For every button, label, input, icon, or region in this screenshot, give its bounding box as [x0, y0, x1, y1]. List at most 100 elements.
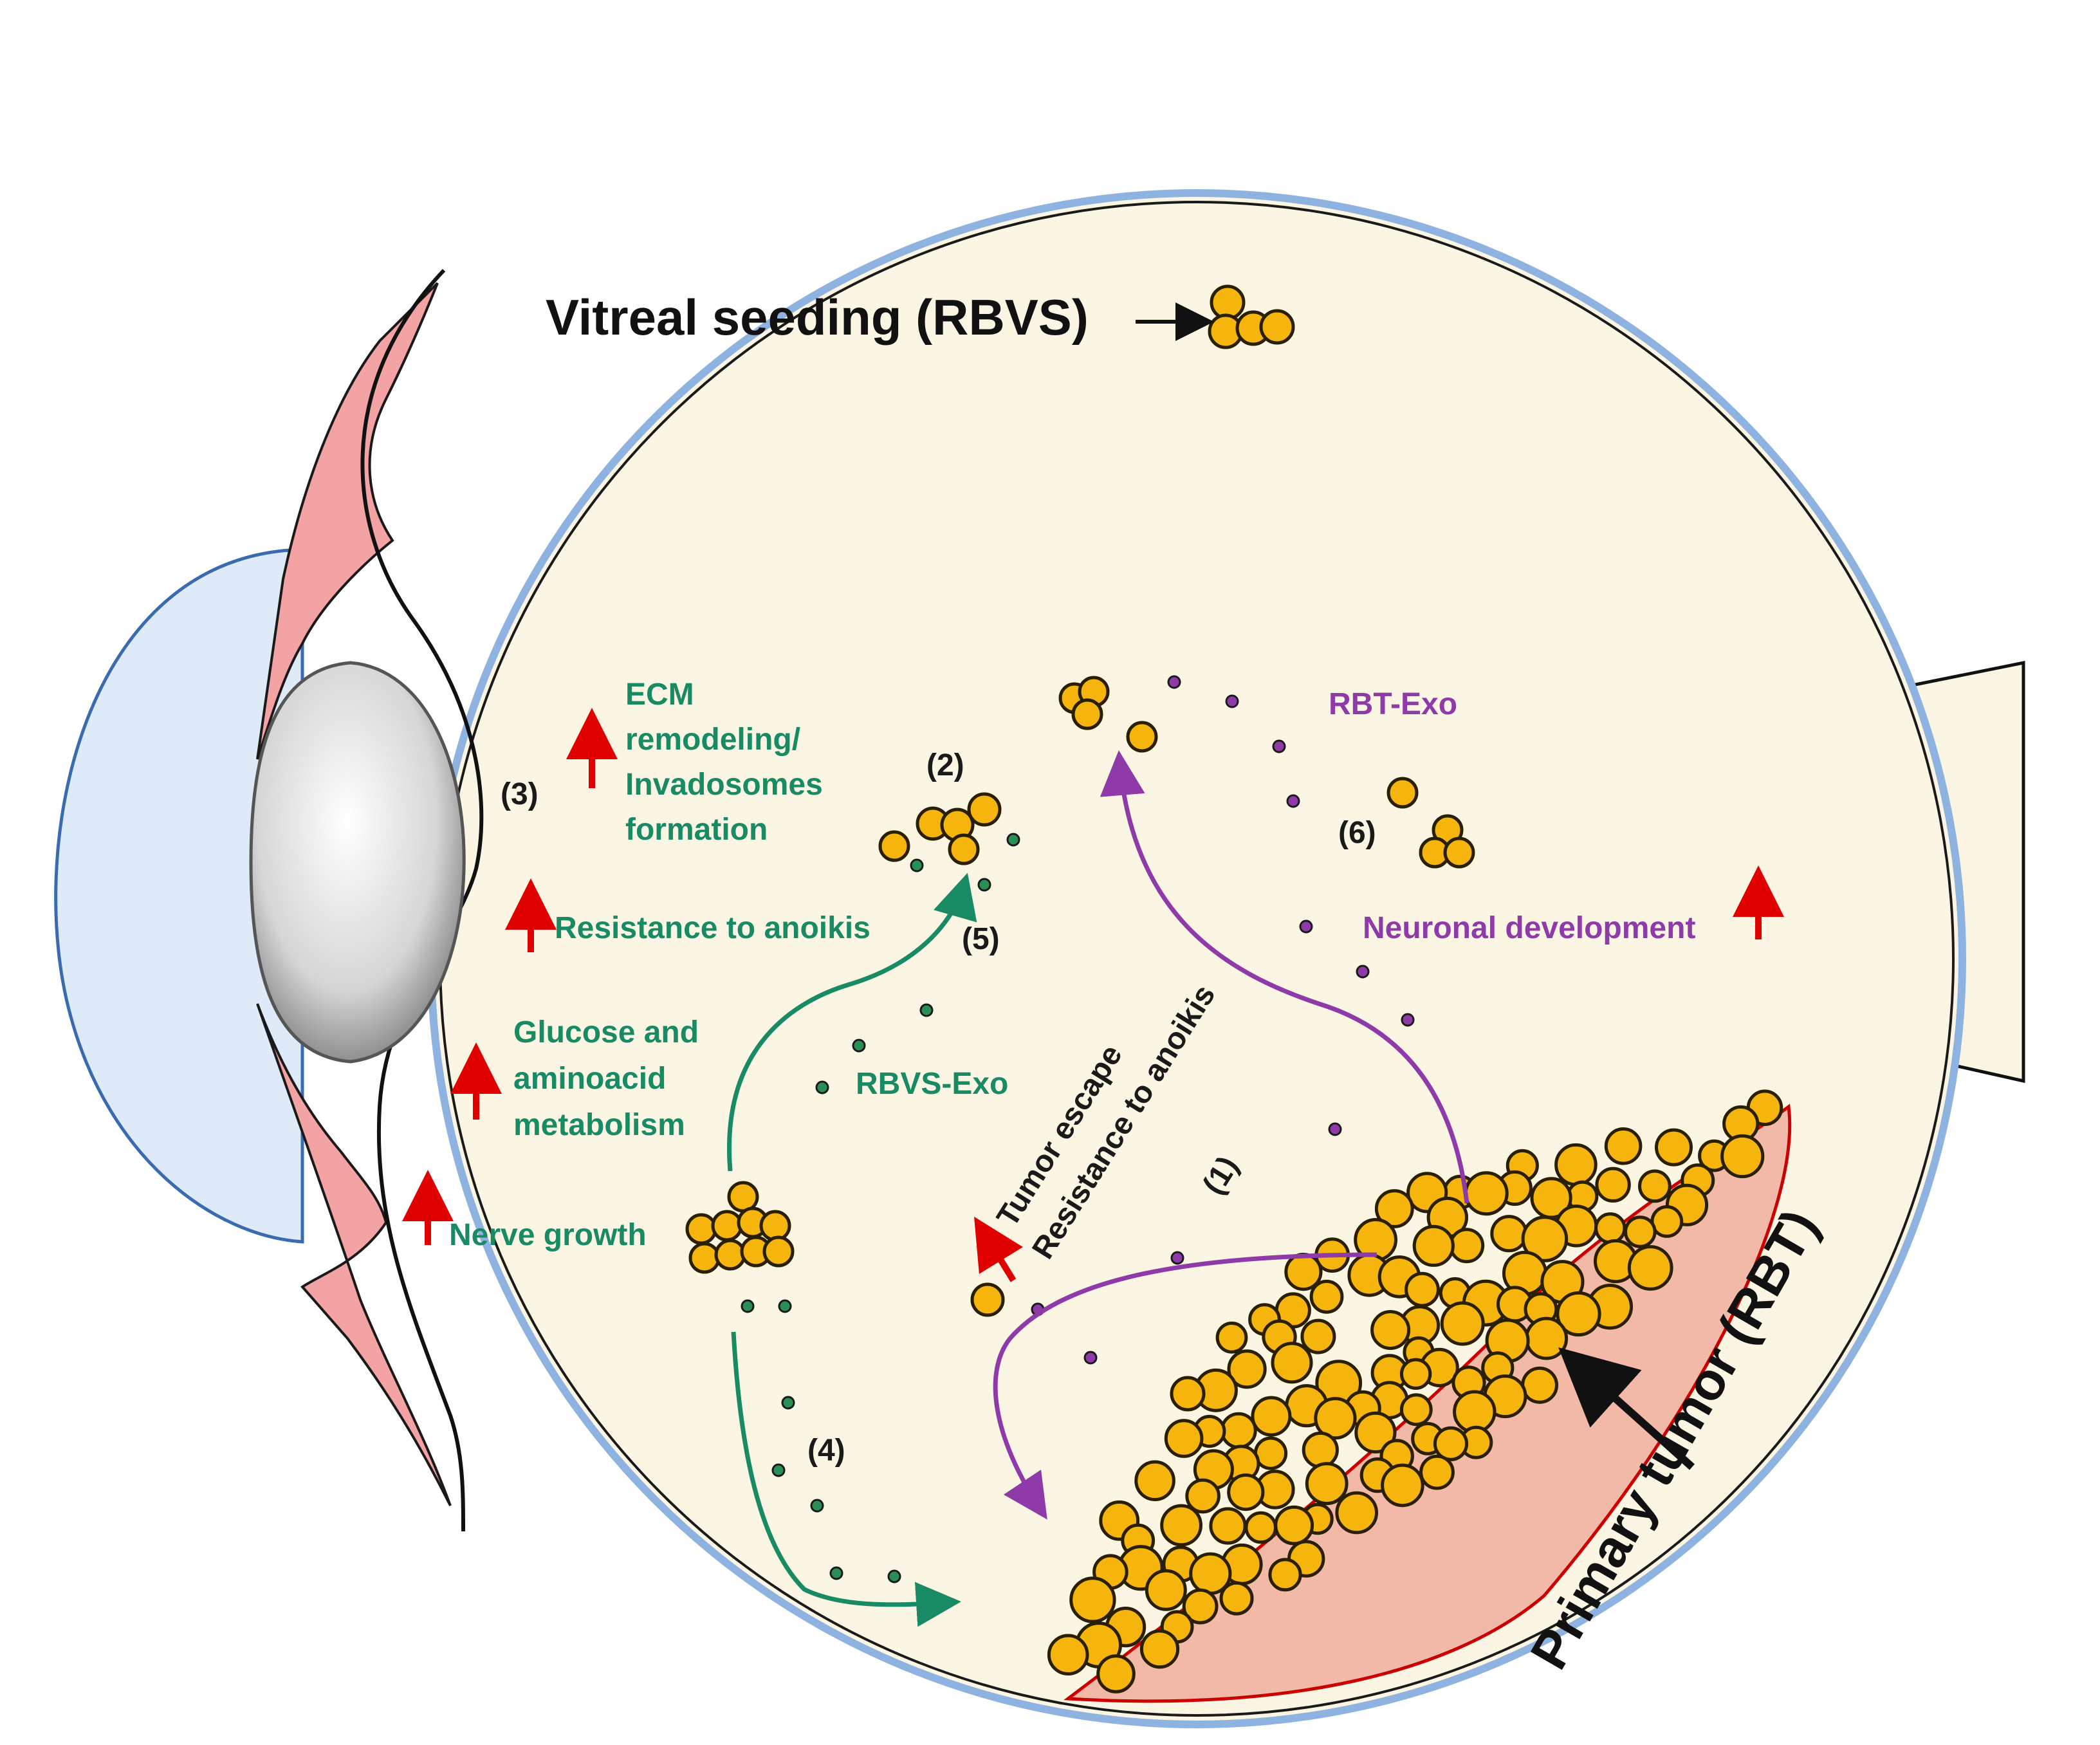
neuronal-development-label: Neuronal development: [1363, 911, 1695, 945]
tumor-cell: [1145, 1569, 1187, 1611]
tumor-cell: [1354, 1411, 1397, 1454]
tumor-cell: [1490, 1215, 1528, 1253]
tumor-cell: [1314, 1397, 1357, 1440]
step-label-4: (4): [807, 1434, 845, 1468]
exosome-dot: [919, 1003, 934, 1017]
exosome-dot: [1225, 694, 1239, 708]
glucose-label-line2: aminoacid: [513, 1062, 666, 1096]
tumor-cell: [1627, 1245, 1673, 1291]
tumor-cell: [1227, 1349, 1267, 1389]
tumor-cell: [1244, 1511, 1277, 1544]
rbt-exosomes: [1031, 675, 1415, 1365]
exosome-dot: [1170, 1251, 1184, 1265]
green-arrow-4: [731, 1331, 961, 1627]
resistance-anoikis-label: Resistance to anoikis: [555, 911, 870, 945]
exosome-dot: [1272, 739, 1286, 753]
vitreal-seed-cluster-2: [878, 792, 1002, 865]
tumor-cell: [1412, 1224, 1455, 1267]
exosome-dot: [852, 1039, 866, 1053]
rbt-exo-label: RBT-Exo: [1329, 687, 1457, 721]
nerve-growth-label: Nerve growth: [449, 1218, 647, 1252]
ecm-label-line3: Invadosomes: [625, 768, 823, 802]
exosome-dot: [1299, 919, 1313, 934]
tumor-cell: [1182, 1588, 1219, 1625]
exosome-dot: [829, 1566, 843, 1580]
tumor-cell: [1309, 1279, 1344, 1314]
tumor-cell: [1525, 1316, 1569, 1360]
tumor-cell: [1650, 1205, 1684, 1238]
lens: [249, 661, 466, 1064]
rbvs-exosomes: [741, 833, 1020, 1583]
glucose-label-line1: Glucose and: [513, 1015, 699, 1049]
tumor-cell: [1220, 1412, 1257, 1449]
ciliary-body-upper: [256, 282, 439, 760]
tumor-cell: [1521, 1215, 1569, 1262]
tumor-cell: [1399, 1358, 1432, 1390]
tumor-cell: [1433, 1426, 1469, 1461]
ecm-label-line2: remodeling/: [625, 723, 800, 757]
rbvs-exo-label: RBVS-Exo: [856, 1067, 1008, 1101]
exosome-dot: [1083, 1351, 1098, 1365]
tumor-cell: [1449, 1228, 1485, 1264]
exosome-dot: [1328, 1122, 1342, 1136]
tumor-cell: [1604, 1127, 1643, 1165]
tumor-cell: [1720, 1134, 1765, 1179]
primary-tumor-pointer-arrow: [1558, 1347, 1695, 1470]
tumor-cell: [1399, 1393, 1433, 1426]
tumor-cell: [1305, 1462, 1349, 1506]
exosome-dot: [910, 858, 924, 872]
tumor-cell: [1521, 1366, 1559, 1404]
step-label-3: (3): [501, 777, 539, 811]
tumor-cell: [1464, 1171, 1509, 1216]
tumor-cell: [1594, 1212, 1626, 1244]
ecm-label-line1: ECM: [625, 678, 694, 712]
exosome-dot: [810, 1499, 824, 1513]
exosome-dot: [1286, 794, 1300, 808]
up-arrow-icon-tumor-escape: [974, 1216, 1024, 1282]
exosome-dot: [741, 1299, 755, 1313]
tumor-cell: [1215, 1321, 1248, 1354]
exosome-dot: [977, 878, 991, 892]
tumor-cell: [1274, 1505, 1314, 1546]
step-label-5: (5): [962, 922, 1000, 956]
tumor-cell: [1251, 1396, 1292, 1437]
tumor-cell: [1160, 1504, 1202, 1547]
exosome-dot: [1401, 1013, 1415, 1027]
tumor-cell: [1556, 1291, 1601, 1337]
tumor-cell: [1185, 1478, 1220, 1514]
exosome-dot: [1006, 833, 1020, 847]
tumor-cell: [1268, 1558, 1302, 1592]
purple-arrow-top: [1100, 750, 1469, 1204]
tumor-cell: [1047, 1634, 1089, 1676]
tumor-cell: [1253, 1436, 1288, 1470]
tumor-cell: [1069, 1576, 1116, 1623]
cornea: [54, 548, 304, 1244]
tumor-cell: [1374, 1189, 1414, 1228]
tumor-cell: [1440, 1301, 1485, 1346]
tumor-cell: [1096, 1654, 1136, 1694]
exosome-dot: [887, 1569, 901, 1583]
tumor-cell: [1227, 1473, 1265, 1511]
tumor-cell: [1554, 1143, 1598, 1186]
tumor-cell: [1419, 1454, 1455, 1490]
ecm-label-line4: formation: [625, 813, 768, 847]
exosome-dot: [1167, 675, 1181, 689]
tumor-cell: [1335, 1491, 1378, 1535]
vitreal-seed-cluster-6: [1386, 777, 1475, 869]
exosome-dot: [781, 1396, 795, 1410]
tumor-cell: [1638, 1169, 1672, 1203]
purple-arrow-1: [993, 1252, 1377, 1520]
tumor-cell: [1370, 1310, 1411, 1350]
primary-tumor-cells: [1047, 1089, 1783, 1694]
tumor-cell: [1624, 1215, 1657, 1248]
step-label-6: (6): [1338, 816, 1376, 850]
tumor-cell: [1170, 1376, 1206, 1412]
tumor-cell: [1219, 1581, 1254, 1616]
vitreal-seeding-label: Vitreal seeding (RBVS): [546, 289, 1089, 346]
step-label-2: (2): [926, 748, 964, 782]
tumor-cell: [1302, 1431, 1339, 1469]
exosome-dot: [778, 1299, 792, 1313]
tumor-cell: [1209, 1507, 1247, 1545]
exosome-dot: [771, 1463, 786, 1477]
tumor-cell: [1655, 1128, 1693, 1167]
